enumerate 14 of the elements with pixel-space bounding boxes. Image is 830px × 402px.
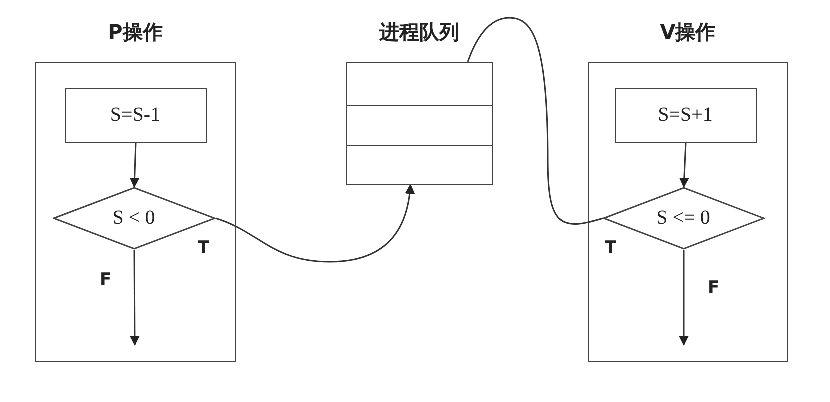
connector-arrow [216, 184, 415, 263]
queue-title: 进程队列 [378, 19, 460, 46]
connector-arrow [679, 142, 690, 188]
condition-text: S < 0 [112, 206, 156, 230]
connector-arrow [130, 250, 140, 346]
process-text: S=S-1 [110, 104, 161, 126]
process-text: S=S+1 [658, 104, 713, 126]
group-title: P操作 [107, 19, 164, 46]
group-title: V操作 [659, 19, 717, 46]
connector-arrow [130, 142, 140, 188]
condition-text: S <= 0 [656, 206, 710, 230]
process-box [64, 88, 206, 142]
process-box [614, 88, 756, 142]
connector-arrow [679, 250, 689, 346]
